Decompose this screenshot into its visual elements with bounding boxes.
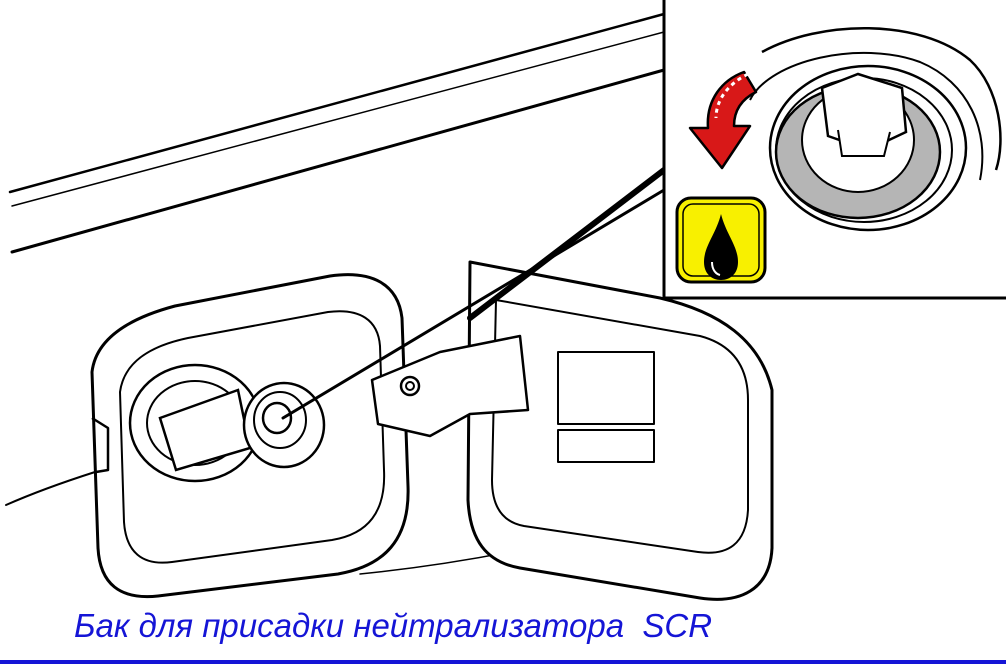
caption-title: Бак для присадки нейтрализатора SCR (74, 607, 713, 644)
bottom-rule (0, 660, 1006, 664)
inset-filler-housing (749, 27, 1002, 232)
liquid-drop-icon (675, 196, 767, 284)
car-body-panel (5, 12, 666, 575)
scr-filler-neck (242, 381, 326, 469)
detail-inset-panel (662, 0, 1006, 300)
curved-arrow-counterclockwise-icon (688, 70, 758, 170)
fuel-door-hinge (370, 334, 530, 438)
fuel-door-flap (466, 260, 774, 601)
main-filler-neck (128, 363, 262, 483)
